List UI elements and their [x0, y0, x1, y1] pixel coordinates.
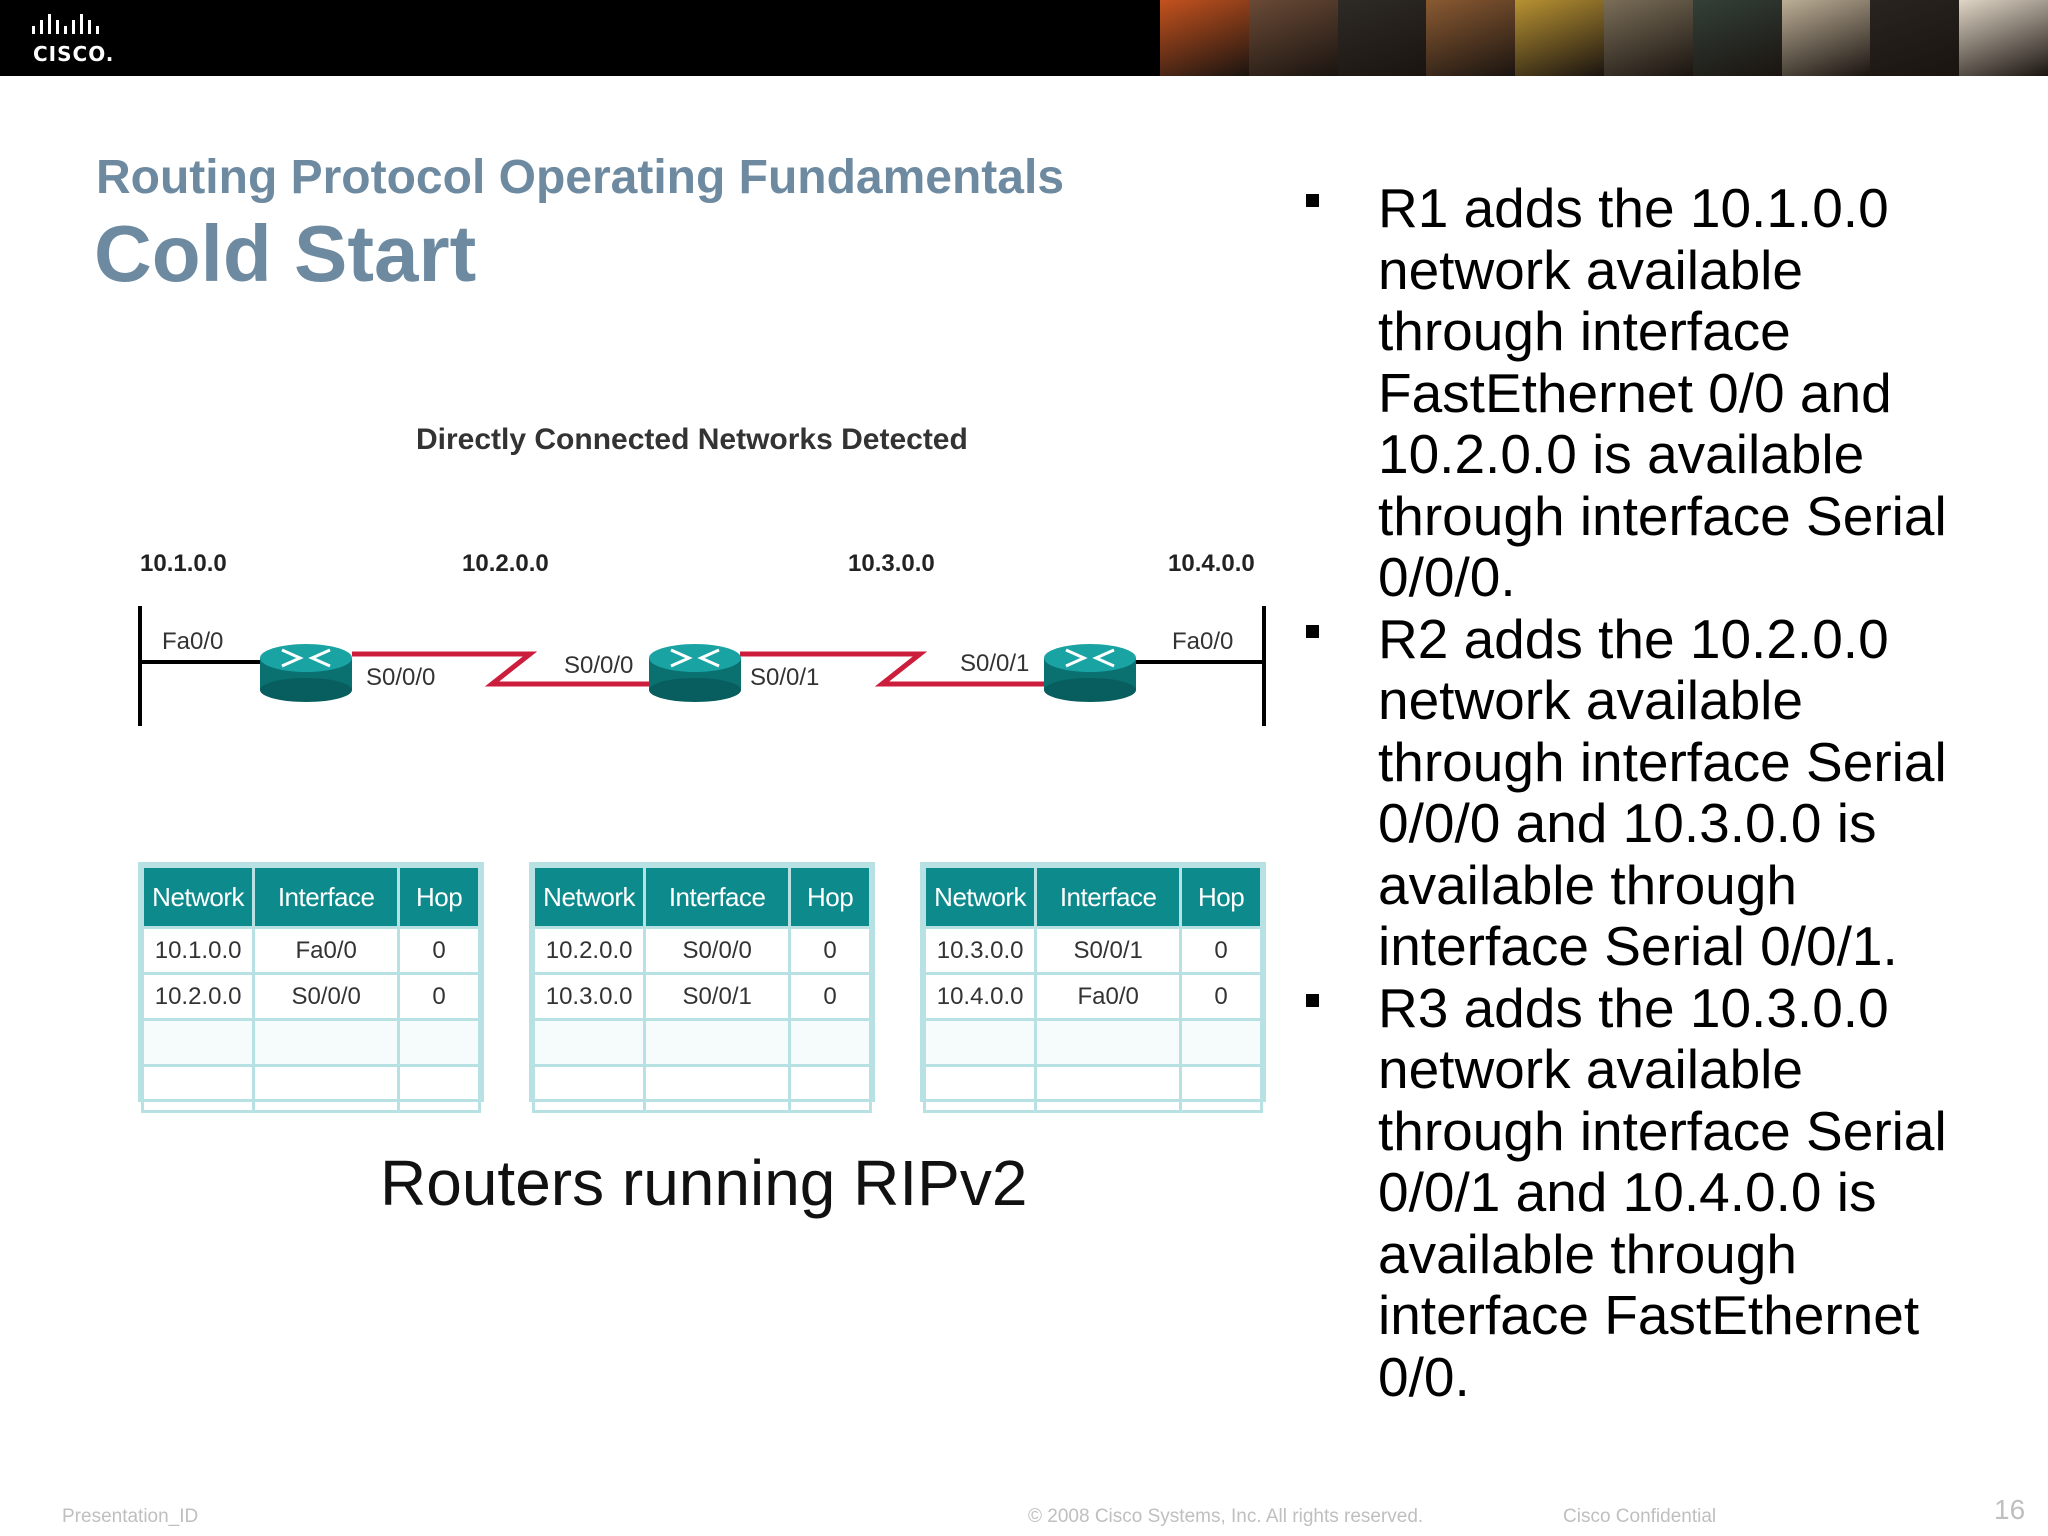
footer-confidential: Cisco Confidential: [1563, 1506, 1717, 1527]
bullet-item: R3 adds the 10.3.0.0 network available t…: [1304, 976, 2004, 1409]
cell-interface: Fa0/0: [252, 926, 401, 975]
interface-label-r2-s0: S0/0/0: [564, 652, 634, 679]
cell-interface: S0/0/1: [1034, 926, 1183, 975]
cell-interface: S0/0/1: [643, 972, 792, 1021]
column-header-hop: Hop: [788, 865, 872, 929]
network-label-10-2: 10.2.0.0: [462, 550, 549, 577]
bullet-text: R3 adds the 10.3.0.0 network available t…: [1378, 976, 1947, 1408]
table-row: 10.3.0.0 S0/0/1 0: [531, 972, 872, 1021]
column-header-network: Network: [922, 865, 1038, 929]
empty-table-row: [531, 1018, 872, 1067]
footer-presentation-id: Presentation_ID: [62, 1506, 199, 1527]
header-photo: [1248, 0, 1338, 76]
column-header-hop: Hop: [1179, 865, 1263, 929]
table-row: 10.2.0.0 S0/0/0 0: [531, 926, 872, 975]
column-header-interface: Interface: [252, 865, 401, 929]
cell-network: 10.2.0.0: [140, 972, 256, 1021]
column-header-network: Network: [140, 865, 256, 929]
cell-network: 10.4.0.0: [922, 972, 1038, 1021]
column-header-hop: Hop: [397, 865, 481, 929]
table-row: 10.4.0.0 Fa0/0 0: [922, 972, 1263, 1021]
cisco-logo: CISCO.: [30, 14, 120, 66]
cell-interface: Fa0/0: [1034, 972, 1183, 1021]
interface-label-r3-s: S0/0/1: [960, 650, 1030, 677]
serial-link-r2-r3: [740, 651, 1044, 687]
cell-hop: 0: [397, 972, 481, 1021]
header-photo: [1515, 0, 1604, 76]
header-photo: [1870, 0, 1960, 76]
cell-network: 10.3.0.0: [922, 926, 1038, 975]
bullet-text: R2 adds the 10.2.0.0 network available t…: [1378, 607, 1947, 977]
cell-network: 10.2.0.0: [531, 926, 647, 975]
cell-interface: S0/0/0: [643, 926, 792, 975]
header-photo: [1692, 0, 1782, 76]
routing-table-r1: Network Interface Hop 10.1.0.0 Fa0/0 0 1…: [138, 862, 484, 1113]
empty-table-row: [922, 1018, 1263, 1067]
cell-hop: 0: [1179, 926, 1263, 975]
page-number: 16: [1994, 1494, 2026, 1525]
header-photo-strip: [1160, 0, 2048, 76]
cell-network: 10.3.0.0: [531, 972, 647, 1021]
router-r2-icon: [649, 644, 741, 702]
table-row: 10.1.0.0 Fa0/0 0: [140, 926, 481, 975]
empty-table-row: [140, 1064, 481, 1113]
square-bullet-icon: [1306, 194, 1319, 207]
bullet-text: R1 adds the 10.1.0.0 network available t…: [1378, 177, 1947, 608]
column-header-network: Network: [531, 865, 647, 929]
cell-hop: 0: [1179, 972, 1263, 1021]
bullet-item: R1 adds the 10.1.0.0 network available t…: [1304, 177, 2004, 609]
header-photo: [1781, 0, 1871, 76]
diagram-caption: Routers running RIPv2: [380, 1147, 1028, 1219]
bullet-list: R1 adds the 10.1.0.0 network available t…: [1304, 177, 2004, 1409]
interface-label-r2-s1: S0/0/1: [750, 664, 820, 691]
header-bar: CISCO.: [0, 0, 2048, 76]
header-photo: [1337, 0, 1427, 76]
serial-link-r1-r2: [352, 651, 652, 687]
network-label-10-3: 10.3.0.0: [848, 550, 935, 577]
table-row: 10.2.0.0 S0/0/0 0: [140, 972, 481, 1021]
slide-subtitle: Routing Protocol Operating Fundamentals: [96, 151, 1065, 204]
cell-hop: 0: [397, 926, 481, 975]
header-photo: [1959, 0, 2048, 76]
square-bullet-icon: [1306, 993, 1319, 1007]
slide-title: Cold Start: [94, 209, 477, 298]
cisco-logo-text: CISCO.: [33, 42, 115, 66]
cisco-bars-icon: [32, 14, 99, 34]
header-photo: [1426, 0, 1516, 76]
interface-label-r3-fa: Fa0/0: [1172, 628, 1234, 655]
router-r3-icon: [1044, 644, 1136, 702]
network-label-10-1: 10.1.0.0: [140, 550, 227, 577]
square-bullet-icon: [1306, 624, 1319, 638]
routing-table-r3: Network Interface Hop 10.3.0.0 S0/0/1 0 …: [920, 862, 1266, 1113]
column-header-interface: Interface: [643, 865, 792, 929]
routing-table-r2: Network Interface Hop 10.2.0.0 S0/0/0 0 …: [529, 862, 875, 1113]
header-photo: [1603, 0, 1693, 76]
empty-table-row: [922, 1064, 1263, 1113]
footer-copyright: © 2008 Cisco Systems, Inc. All rights re…: [1028, 1506, 1424, 1527]
interface-label-r1-s: S0/0/0: [366, 664, 436, 691]
empty-table-row: [531, 1064, 872, 1113]
network-label-10-4: 10.4.0.0: [1168, 550, 1255, 577]
cell-hop: 0: [788, 926, 872, 975]
bullet-item: R2 adds the 10.2.0.0 network available t…: [1304, 607, 2004, 978]
empty-table-row: [140, 1018, 481, 1067]
table-row: 10.3.0.0 S0/0/1 0: [922, 926, 1263, 975]
interface-label-r1-fa: Fa0/0: [162, 628, 224, 655]
cell-interface: S0/0/0: [252, 972, 401, 1021]
router-r1-icon: [260, 644, 352, 702]
diagram-title: Directly Connected Networks Detected: [416, 423, 968, 456]
column-header-interface: Interface: [1034, 865, 1183, 929]
cell-network: 10.1.0.0: [140, 926, 256, 975]
cell-hop: 0: [788, 972, 872, 1021]
header-photo: [1160, 0, 1249, 76]
